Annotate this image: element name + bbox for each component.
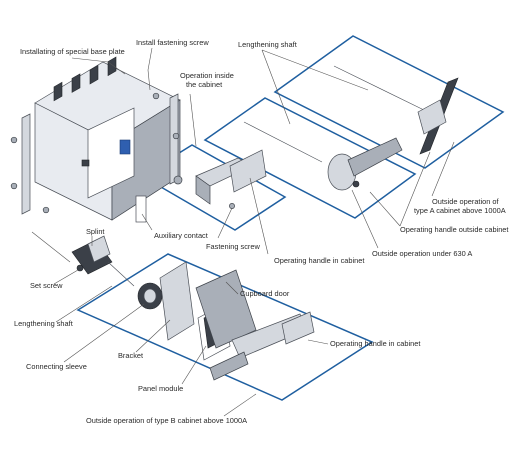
label-operation-inside-2: the cabinet (186, 80, 222, 89)
label-fastening-screw: Fastening screw (206, 242, 260, 251)
leader-type-b (223, 393, 257, 417)
terminal-2 (71, 73, 81, 93)
label-panel-module: Panel module (138, 384, 183, 393)
leader-connection (31, 231, 71, 263)
terminal-4 (107, 56, 117, 77)
switch-housing-side (111, 99, 181, 221)
operating-handle-outside-part (417, 77, 459, 155)
plane-outside-under-630 (203, 97, 417, 219)
terminal-3 (89, 64, 99, 85)
operating-handle-inside-part (173, 149, 267, 209)
switch-unit (10, 56, 181, 221)
label-auxiliary-contact: Auxiliary contact (154, 231, 208, 240)
operating-handle-under-630-part (327, 137, 403, 191)
leader-shaft-bottom (55, 285, 113, 323)
leader-shaft-top (261, 49, 369, 91)
lengthening-shaft-mid-part (243, 121, 323, 163)
label-operating-handle-in-cabinet-top: Operating handle in cabinet (274, 256, 364, 265)
label-operation-inside-1: Operation inside (180, 71, 234, 80)
terminal-1 (53, 81, 63, 102)
leader-base-plate (71, 57, 126, 75)
screw-icon-5 (152, 92, 160, 100)
switch-window (81, 159, 90, 167)
leader-handle-type-b (307, 339, 329, 345)
label-outside-type-a-1: Outside operation of (432, 197, 500, 206)
screw-icon-1 (10, 136, 18, 144)
splint-and-sleeve (71, 235, 135, 287)
leader-panel-module (181, 345, 207, 385)
leader-set-screw (53, 269, 79, 285)
operating-handle-type-b-part (209, 311, 315, 381)
leader-bracket (135, 319, 171, 353)
leader-operation-inside (189, 93, 197, 147)
plane-outside-type-a (273, 35, 505, 169)
switch-front-panel (87, 107, 135, 199)
leader-fastening-screw (217, 207, 233, 239)
label-connecting-sleeve: Connecting sleeve (26, 362, 87, 371)
leader-type-a (431, 141, 455, 197)
label-outside-type-b: Outside operation of type B cabinet abov… (86, 416, 247, 425)
label-install-fastening-screw: Install fastening screw (136, 38, 209, 47)
set-screw-part (76, 264, 84, 272)
auxiliary-contact-part (135, 195, 147, 223)
leader-cupboard-door (225, 281, 239, 295)
switch-knob (119, 139, 131, 155)
connecting-sleeve-part (137, 282, 163, 310)
leader-install-screw (147, 47, 153, 91)
label-lengthening-shaft-bottom: Lengthening shaft (14, 319, 73, 328)
label-set-screw: Set screw (30, 281, 63, 290)
bracket-part (159, 261, 195, 341)
label-bracket: Bracket (118, 351, 143, 360)
base-plate (21, 113, 31, 215)
label-cupboard-door: Cupboard door (240, 289, 290, 298)
leader-handle-outside (399, 151, 431, 227)
leader-auxiliary (141, 213, 153, 231)
label-operating-handle-outside: Operating handle outside cabinet (400, 225, 508, 234)
screw-icon-2 (10, 182, 18, 190)
label-outside-type-a-2: type A cabinet above 1000A (414, 206, 506, 215)
screw-icon-3 (42, 206, 50, 214)
leader-under-630 (351, 189, 379, 249)
leader-connecting-sleeve (63, 303, 145, 363)
label-operating-handle-in-cabinet-bottom: Operating handle in cabinet (330, 339, 420, 348)
label-splint: Splint (86, 227, 105, 236)
leader-handle-in-cabinet (249, 177, 269, 255)
label-lengthening-shaft-top: Lengthening shaft (238, 40, 297, 49)
label-outside-under-630: Outside operation under 630 A (372, 249, 472, 258)
leader-shaft-top-2 (261, 49, 291, 125)
label-installation-base-plate: Installating of special base plate (20, 47, 125, 56)
screw-icon-4 (172, 132, 180, 140)
cupboard-door-part (195, 269, 257, 349)
leader-handle-outside-2 (369, 191, 401, 227)
lengthening-shaft-top-part (333, 65, 429, 113)
